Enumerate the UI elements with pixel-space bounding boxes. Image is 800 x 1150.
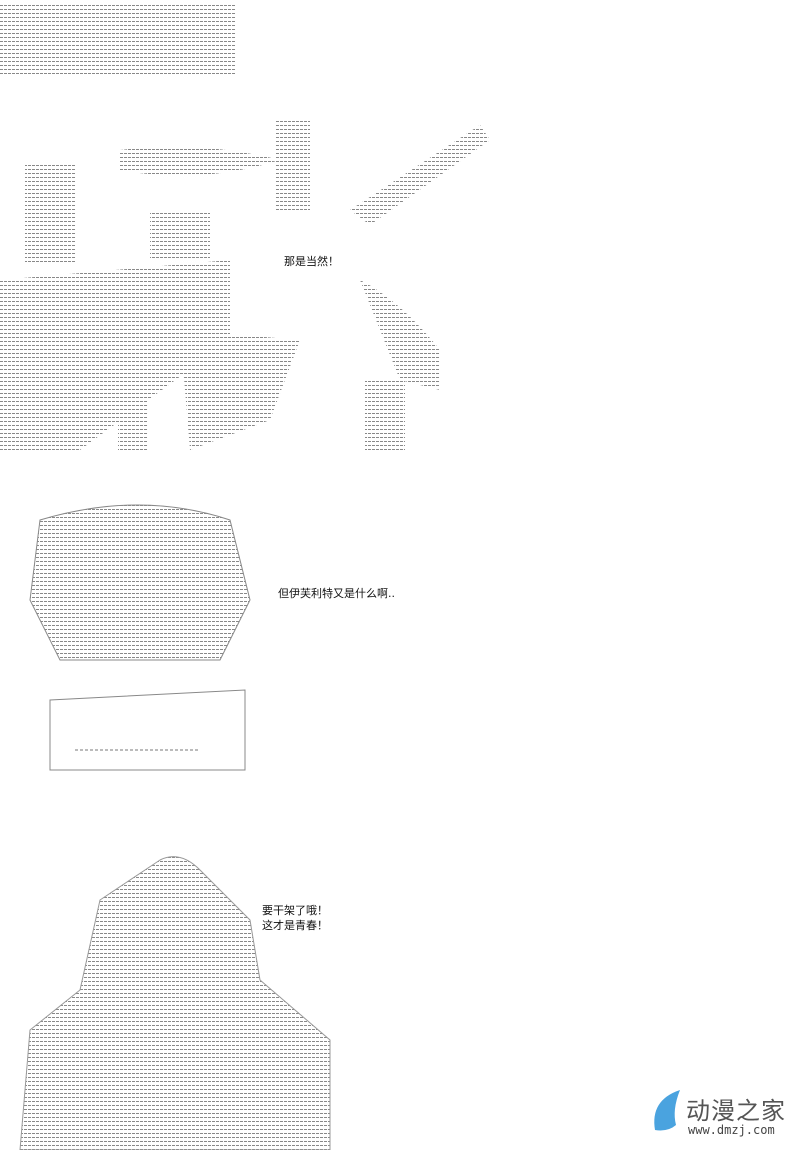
watermark-url: www.dmzj.com <box>688 1123 775 1137</box>
dialogue-panel3-line2: 这才是青春！ <box>262 919 328 932</box>
panel1-ascii-art <box>0 120 490 450</box>
dialogue-panel2: 但伊芙利特又是什么啊.. <box>278 587 395 600</box>
panel3-ascii-art <box>19 856 331 1150</box>
watermark: 动漫之家 www.dmzj.com <box>640 1085 800 1145</box>
top-ascii-strip <box>0 5 235 75</box>
watermark-title: 动漫之家 <box>686 1097 786 1125</box>
dialogue-panel3-line1: 要干架了哦！ <box>262 904 328 917</box>
panel2-ascii-art <box>29 504 251 771</box>
dmzj-logo-icon <box>654 1090 680 1131</box>
dialogue-panel1: 那是当然！ <box>284 255 339 268</box>
